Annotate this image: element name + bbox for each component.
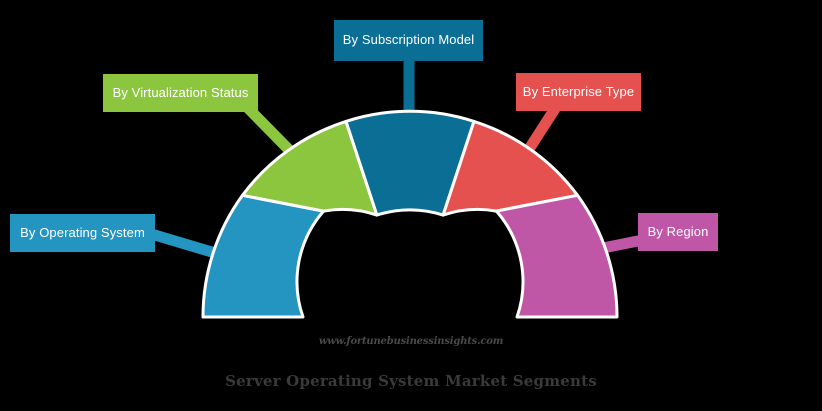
watermark-text: www.fortunebusinessinsights.com (318, 336, 504, 347)
ring-segments (201, 109, 619, 319)
callout-by-virtualization-status[interactable]: By Virtualization Status (103, 74, 258, 112)
callout-by-subscription-model[interactable]: By Subscription Model (334, 20, 483, 61)
callout-label-by-virtualization-status: By Virtualization Status (112, 84, 249, 100)
segment-by-region[interactable] (494, 193, 619, 319)
callout-label-by-region: By Region (647, 223, 709, 239)
callout-by-operating-system[interactable]: By Operating System (10, 214, 155, 252)
segment-by-operating-system[interactable] (201, 193, 326, 319)
callout-label-by-subscription-model: By Subscription Model (342, 32, 475, 48)
callout-label-by-enterprise-type: By Enterprise Type (522, 83, 635, 99)
callout-label-by-operating-system: By Operating System (20, 224, 145, 240)
callout-by-enterprise-type[interactable]: By Enterprise Type (516, 73, 641, 111)
chart-title: Server Operating System Market Segments (225, 372, 597, 390)
callout-by-region[interactable]: By Region (638, 213, 718, 251)
